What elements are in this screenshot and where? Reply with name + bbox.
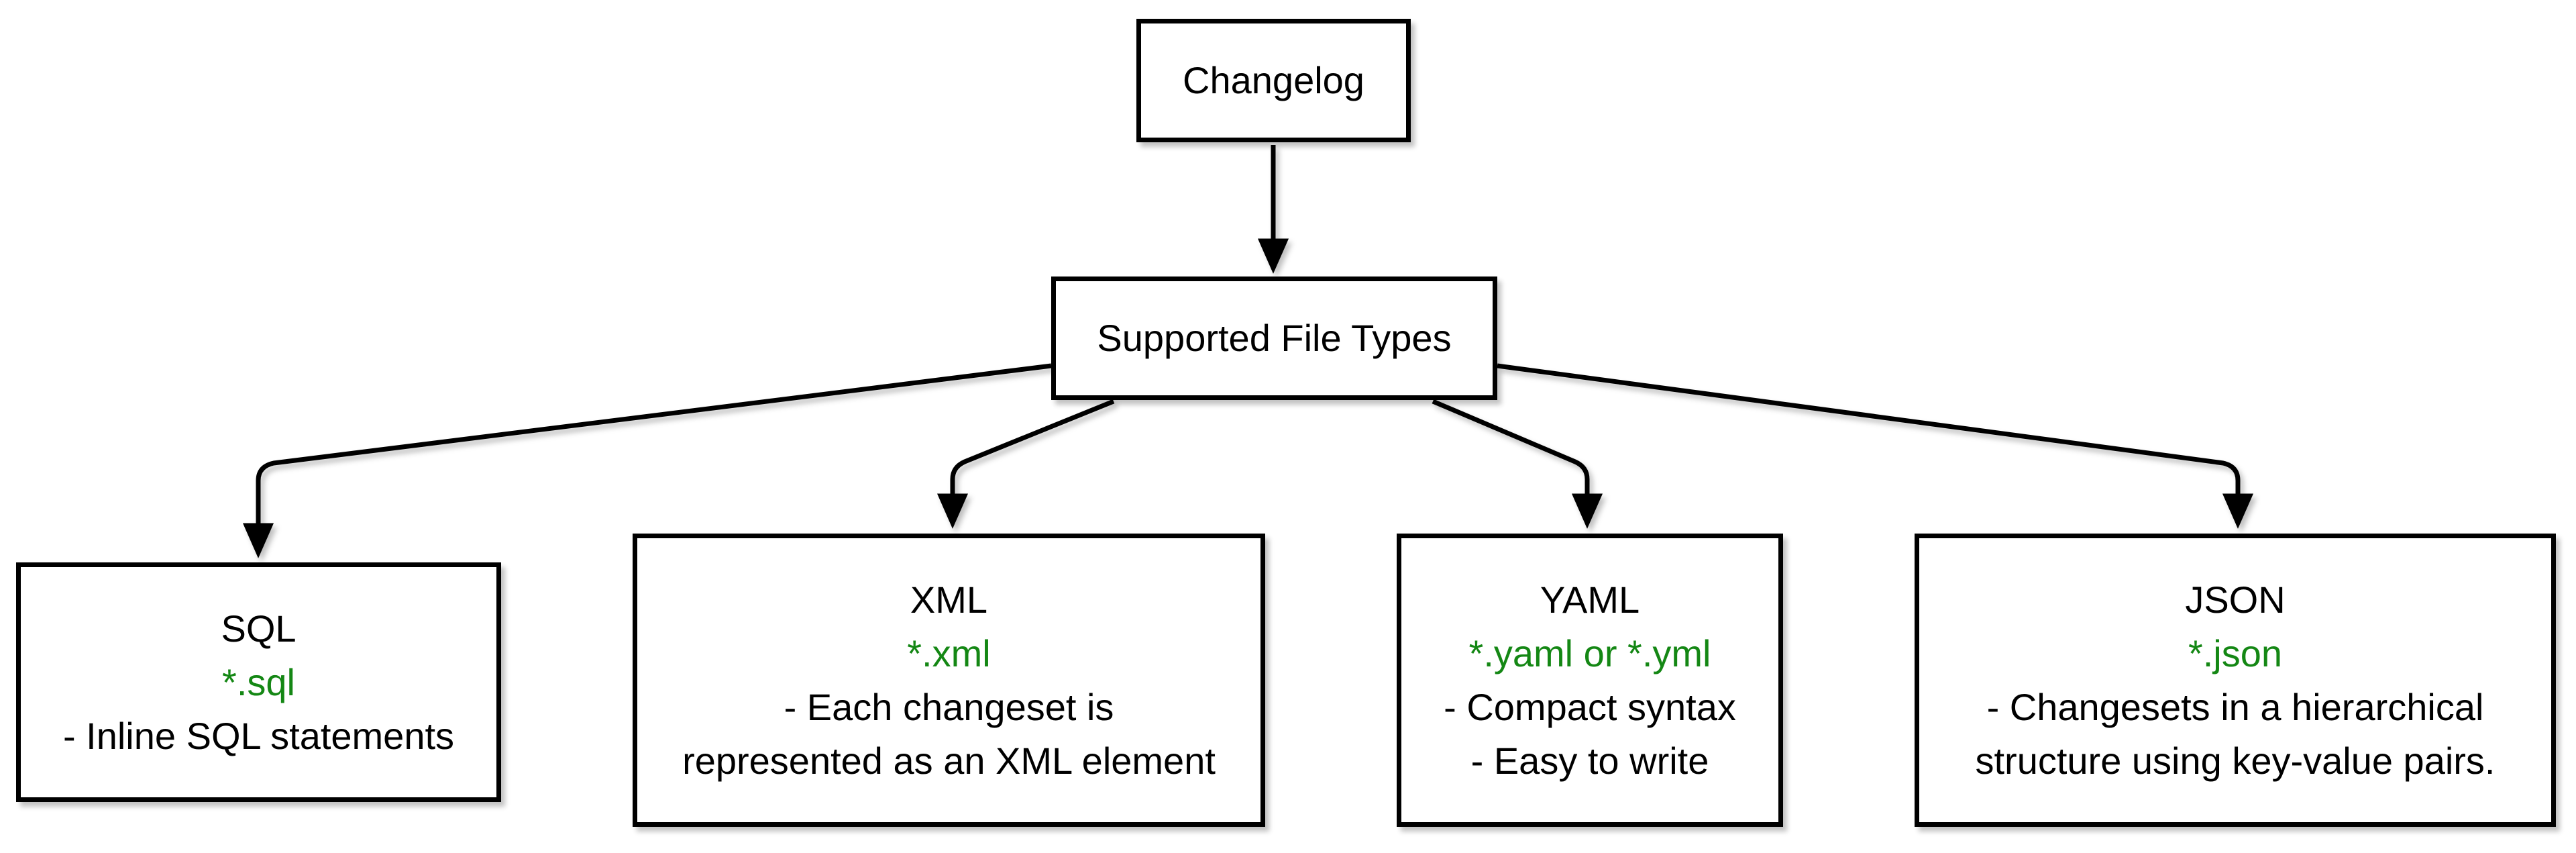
file-type-name: XML [910,578,988,621]
file-type-detail: - Compact syntax [1444,685,1736,728]
file-type-detail: - Changesets in a hierarchical [1986,685,2484,728]
node-supported-file-types-label: Supported File Types [1097,317,1452,359]
file-type-name: YAML [1540,578,1640,621]
connector-supported-file-types-to-yaml [1432,399,1603,529]
node-changelog: Changelog [1136,19,1411,142]
node-json: JSON *.json - Changesets in a hierarchic… [1915,534,2556,827]
file-type-detail: represented as an XML element [682,739,1216,782]
file-type-extension: *.sql [222,660,295,703]
node-changelog-label: Changelog [1183,59,1364,101]
file-type-name: JSON [2185,578,2286,621]
file-type-detail: - Each changeset is [784,685,1114,728]
connector-supported-file-types-to-xml [936,399,1115,529]
file-type-detail: - Inline SQL statements [62,714,455,757]
node-yaml: YAML *.yaml or *.yml - Compact syntax - … [1397,534,1783,827]
file-type-extension: *.json [2188,632,2283,674]
connector-supported-file-types-to-sql [242,363,1052,558]
file-type-extension: *.xml [907,632,991,674]
node-supported-file-types: Supported File Types [1051,277,1497,400]
file-type-name: SQL [221,607,297,650]
connector-supported-file-types-to-json [1497,363,2254,529]
file-type-extension: *.yaml or *.yml [1468,632,1711,674]
file-type-detail: structure using key-value pairs. [1975,739,2496,782]
node-sql: SQL *.sql - Inline SQL statements [16,562,501,802]
node-xml: XML *.xml - Each changeset is represente… [633,534,1265,827]
file-type-detail: - Easy to write [1470,739,1709,782]
